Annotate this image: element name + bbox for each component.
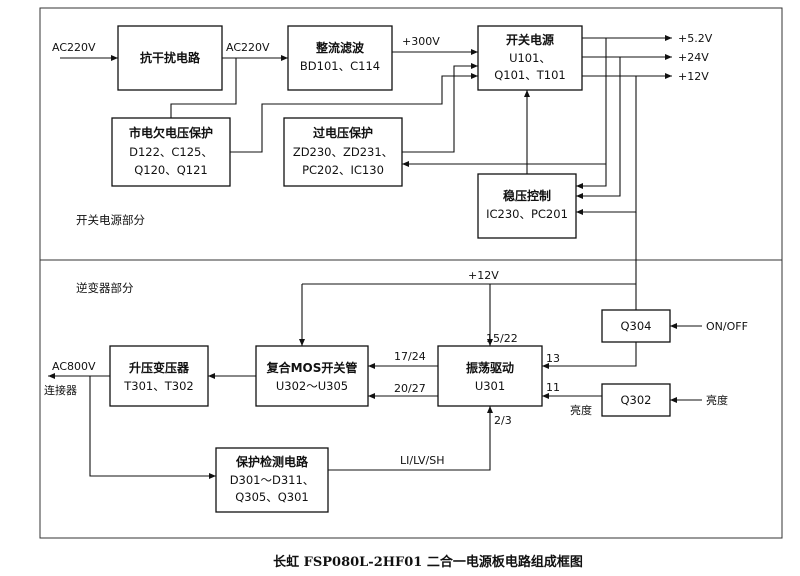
boost-xfmr-title: 升压变压器 xyxy=(129,360,190,375)
protect-to-oscillator-arrow xyxy=(328,406,493,471)
regulator-title: 稳压控制 xyxy=(503,188,551,203)
rectifier-title: 整流滤波 xyxy=(315,40,365,55)
oscillator-parts: U301 xyxy=(475,379,505,393)
ovp-parts-1: ZD230、ZD231、 xyxy=(293,145,393,159)
q304-to-oscillator-arrow xyxy=(542,342,637,369)
dc300-label: +300V xyxy=(402,35,440,48)
ovp-parts-2: PC202、IC130 xyxy=(302,163,384,177)
pin-1522-label: 15/22 xyxy=(486,332,518,345)
q302-block xyxy=(601,383,671,417)
onoff-label: ON/OFF xyxy=(706,320,748,333)
protect-detect-parts-1: D301～D311、 xyxy=(230,473,315,487)
inverter-12v-label: +12V xyxy=(468,269,499,282)
mos-switch-parts: U302～U305 xyxy=(276,379,348,393)
overvoltage-protect-block xyxy=(283,117,403,187)
mos-switch-title: 复合MOS开关管 xyxy=(266,360,358,375)
protect-detect-block xyxy=(215,447,329,513)
q302-label: Q302 xyxy=(620,393,651,407)
out-12v-label: +12V xyxy=(678,70,709,83)
feedback-5v2-arrow xyxy=(576,38,607,189)
pin-11-label: 11 xyxy=(546,381,560,394)
ac-input-label: AC220V xyxy=(52,41,96,54)
inverter-section-frame xyxy=(39,259,783,539)
out-24v-label: +24V xyxy=(678,51,709,64)
smps-parts-2: Q101、T101 xyxy=(494,68,565,82)
pin-1724-label: 17/24 xyxy=(394,350,426,363)
mains-sense-line xyxy=(170,58,237,118)
smps-parts-1: U101、 xyxy=(509,51,551,65)
smps-title: 开关电源 xyxy=(506,32,554,47)
oscillator-driver-block xyxy=(437,345,543,407)
psu-section-label: 开关电源部分 xyxy=(76,213,145,227)
boost-sense-to-protect-arrow xyxy=(89,376,216,479)
pin-2027-label: 20/27 xyxy=(394,382,426,395)
mains-protect-to-smps-arrow xyxy=(230,73,478,153)
brightness-label: 亮度 xyxy=(570,403,592,417)
connector-label: 连接器 xyxy=(44,384,77,397)
diagram-caption: 长虹 FSP080L-2HF01 二合一电源板电路组成框图 xyxy=(273,554,583,570)
oscillator-title: 振荡驱动 xyxy=(466,360,514,375)
rectifier-parts: BD101、C114 xyxy=(300,59,380,73)
smps-block xyxy=(477,25,583,91)
ovp-title: 过电压保护 xyxy=(313,125,373,140)
protect-detect-title: 保护检测电路 xyxy=(235,454,309,469)
boost-transformer-block xyxy=(109,345,209,407)
out-5v2-label: +5.2V xyxy=(678,32,713,45)
mains-protect-parts-1: D122、C125、 xyxy=(129,145,213,159)
ac800v-label: AC800V xyxy=(52,360,96,373)
ac-mid-label: AC220V xyxy=(226,41,270,54)
mains-protect-title: 市电欠电压保护 xyxy=(129,125,213,140)
rectifier-block xyxy=(287,25,393,91)
mains-undervoltage-protect-block xyxy=(111,117,231,187)
inverter-section-label: 逆变器部分 xyxy=(76,281,134,295)
voltage-regulator-block xyxy=(477,173,577,239)
mos-switch-block xyxy=(255,345,369,407)
ovp-to-smps-arrow xyxy=(402,63,478,153)
protect-detect-parts-2: Q305、Q301 xyxy=(235,490,309,504)
pin-23-label: 2/3 xyxy=(494,414,512,427)
pin-13-label: 13 xyxy=(546,352,560,365)
brightness-input-label: 亮度 xyxy=(706,393,728,407)
feedback-24v-arrow xyxy=(576,57,621,199)
emi-filter-block xyxy=(117,25,223,91)
boost-xfmr-parts: T301、T302 xyxy=(123,379,193,393)
li-lv-sh-label: LI/LV/SH xyxy=(400,454,444,467)
regulator-parts: IC230、PC201 xyxy=(486,207,568,221)
emi-filter-label: 抗干扰电路 xyxy=(140,50,201,65)
mains-protect-parts-2: Q120、Q121 xyxy=(134,163,208,177)
q304-label: Q304 xyxy=(620,319,651,333)
